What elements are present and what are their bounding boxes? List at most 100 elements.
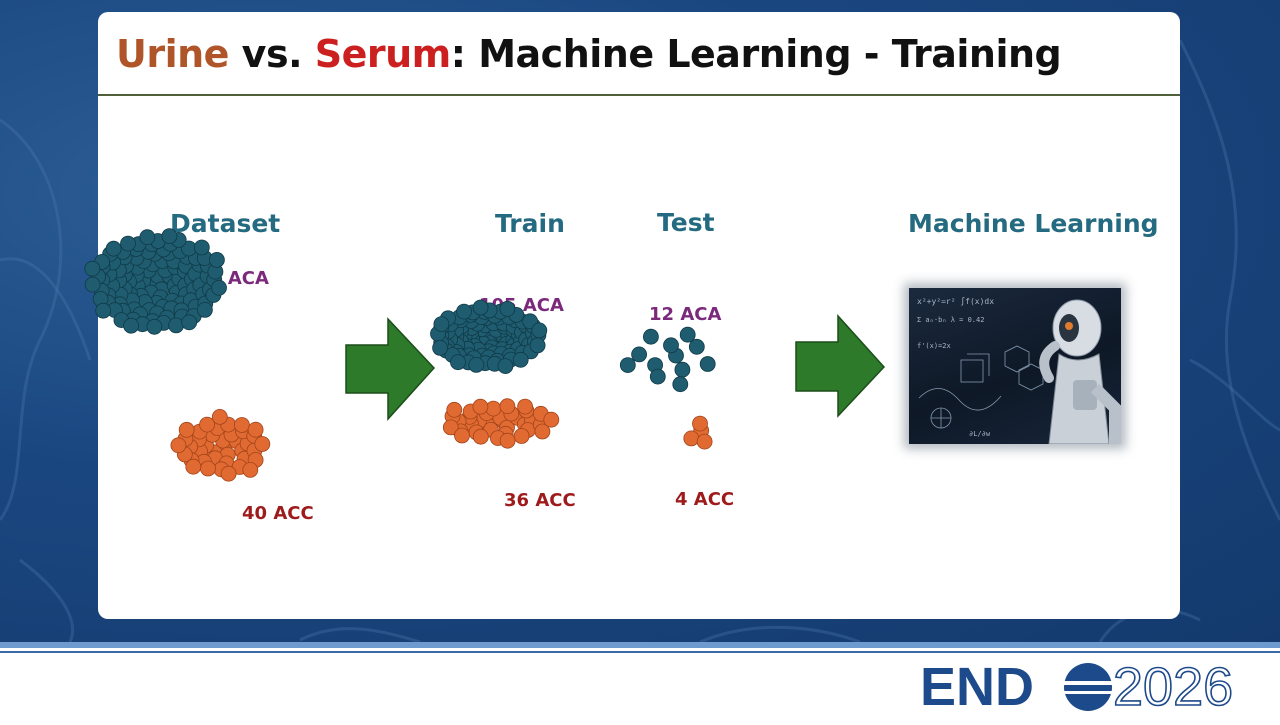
aca-sample-dot [84, 260, 101, 277]
train-acc-label: 36 ACC [504, 490, 576, 511]
aca-sample-dot [531, 322, 548, 339]
acc-sample-dot [543, 411, 560, 428]
aca-sample-dot [499, 300, 516, 317]
test-acc-label: 4 ACC [675, 489, 735, 510]
acc-sample-dot [454, 427, 470, 444]
svg-text:x²+y²=r² ∫f(x)dx: x²+y²=r² ∫f(x)dx [917, 297, 994, 306]
aca-sample-dot [123, 317, 139, 334]
aca-sample-dot [181, 314, 198, 331]
svg-text:∂L/∂w: ∂L/∂w [969, 430, 991, 438]
acc-sample-dot [513, 428, 530, 444]
acc-sample-dot [178, 421, 195, 438]
aca-sample-dot [193, 239, 210, 256]
acc-sample-dot [233, 417, 250, 433]
aca-sample-dot [512, 351, 529, 368]
title-rest: : Machine Learning - Training [450, 32, 1062, 76]
endo-logo: END 2026 [920, 656, 1234, 718]
title-urine: Urine [116, 32, 229, 76]
acc-sample-dot [534, 423, 551, 440]
acc-sample-dot [472, 398, 489, 415]
title-serum: Serum [314, 32, 452, 76]
aca-sample-dot [497, 358, 514, 375]
aca-sample-dot [168, 317, 184, 334]
aca-sample-dot [105, 240, 122, 257]
aca-sample-dot [161, 228, 178, 245]
title-vs: vs. [228, 32, 315, 76]
acc-sample-dot [442, 419, 459, 436]
ml-heading: Machine Learning [908, 209, 1159, 238]
aca-sample-dot [456, 303, 472, 320]
test-aca-cluster [619, 326, 716, 393]
aca-sample-dot [432, 339, 449, 356]
svg-text:f'(x)=2x: f'(x)=2x [917, 342, 951, 350]
acc-sample-dot [696, 433, 713, 450]
logo-end-text: END [920, 657, 1034, 717]
footer-stripe-blue [0, 642, 1280, 648]
aca-sample-dot [146, 318, 163, 335]
aca-sample-dot [450, 354, 466, 371]
acc-sample-dot [485, 400, 502, 417]
test-acc-cluster [683, 415, 713, 450]
robot-thinking-icon: x²+y²=r² ∫f(x)dx Σ aₙ·bₙ λ = 0.42 f'(x)=… [917, 297, 1121, 444]
acc-sample-dot [254, 436, 271, 452]
aca-sample-dot [211, 279, 227, 296]
dataset-aca-cluster [84, 228, 227, 335]
robot-thinking-image: x²+y²=r² ∫f(x)dx Σ aₙ·bₙ λ = 0.42 f'(x)=… [909, 288, 1121, 444]
acc-sample-dot [692, 415, 708, 432]
aca-sample-dot [631, 346, 647, 363]
aca-sample-dot [84, 276, 101, 293]
aca-sample-dot [139, 229, 156, 246]
footer-stripe-dark [0, 651, 1280, 653]
dataset-heading: Dataset [170, 209, 281, 238]
dataset-acc-cluster [170, 408, 271, 482]
aca-sample-dot [663, 337, 679, 354]
acc-sample-dot [211, 408, 228, 425]
acc-sample-dot [170, 437, 187, 454]
aca-sample-dot [688, 338, 705, 355]
slide-title: Urine vs. Serum: Machine Learning - Trai… [116, 32, 1062, 76]
footer-stripe-white [0, 648, 1280, 651]
aca-sample-dot [95, 302, 112, 319]
acc-sample-dot [499, 432, 516, 449]
train-acc-cluster [442, 398, 560, 449]
aca-sample-dot [674, 361, 691, 378]
arrow-split-to-ml-icon [795, 314, 886, 418]
aca-sample-dot [529, 337, 546, 354]
arrow-dataset-to-train-icon [345, 317, 436, 421]
slide-card: Urine vs. Serum: Machine Learning - Trai… [84, 12, 1180, 619]
acc-sample-dot [247, 421, 264, 438]
aca-sample-dot [643, 328, 659, 345]
aca-sample-dot [672, 376, 689, 393]
aca-sample-dot [209, 251, 225, 268]
logo-globe-icon [1060, 663, 1116, 711]
aca-sample-dot [472, 299, 489, 316]
aca-sample-dot [699, 356, 716, 372]
dot-clusters [84, 228, 886, 482]
background-vein-pattern [0, 39, 1280, 642]
acc-sample-dot [446, 401, 463, 418]
aca-sample-dot [197, 301, 213, 318]
acc-sample-dot [499, 398, 516, 415]
footer-bar: END 2026 [0, 653, 1280, 720]
test-heading: Test [657, 208, 715, 237]
acc-sample-dot [683, 430, 700, 447]
logo-year-text: 2026 [1113, 657, 1233, 717]
robot-figure [1039, 299, 1121, 444]
acc-sample-dot [517, 398, 534, 415]
aca-sample-dot [433, 316, 450, 333]
train-heading: Train [495, 209, 565, 238]
aca-sample-dot [679, 326, 696, 343]
test-aca-label: 12 ACA [649, 304, 722, 325]
aca-sample-dot [649, 368, 666, 385]
aca-sample-dot [120, 235, 136, 252]
title-divider [98, 94, 1180, 96]
acc-sample-dot [200, 460, 216, 477]
acc-sample-dot [242, 461, 259, 478]
acc-sample-dot [199, 416, 215, 433]
acc-sample-dot [220, 465, 237, 482]
dataset-acc-label: 40 ACC [242, 503, 314, 524]
train-aca-cluster [430, 299, 548, 375]
acc-sample-dot [472, 428, 489, 445]
acc-sample-dot [185, 458, 202, 475]
aca-sample-dot [468, 356, 485, 373]
